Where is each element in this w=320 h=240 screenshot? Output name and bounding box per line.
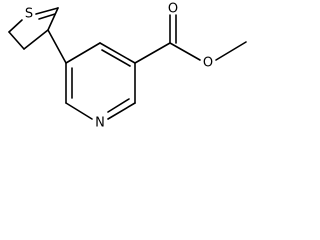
bond-c2-n [107, 102, 136, 120]
bond-thiophene-pyridine [47, 29, 67, 64]
sulfur-atom-label: S [25, 7, 33, 22]
pyridine-nitrogen-label: N [95, 116, 105, 131]
bond-carbonyl-ester-o [169, 42, 201, 61]
bond-c3-c4 [23, 29, 49, 50]
bond-c4-c3-inner [101, 49, 131, 67]
bond-n-c6 [65, 102, 93, 120]
bond-ester-o-methyl [215, 41, 247, 61]
bond-s-c2 [8, 19, 23, 33]
thiophene-ring [8, 7, 59, 50]
ester-group [134, 14, 247, 64]
bond-ring-carbonyl [134, 42, 171, 64]
bond-c5-c4 [65, 42, 101, 64]
pyridine-ring [65, 42, 136, 120]
ester-oxygen-label: O [203, 56, 213, 71]
bond-c5-s-inner [38, 13, 56, 20]
bond-c2-c3 [8, 31, 25, 50]
carbonyl-oxygen-label: O [168, 2, 178, 17]
bond-c4-c5 [47, 7, 59, 31]
bond-c5-s [35, 7, 59, 15]
chemical-structure-diagram: S N O O [8, 2, 247, 131]
bond-c4-c3 [99, 42, 136, 64]
bond-c2-n-inner [107, 98, 130, 113]
